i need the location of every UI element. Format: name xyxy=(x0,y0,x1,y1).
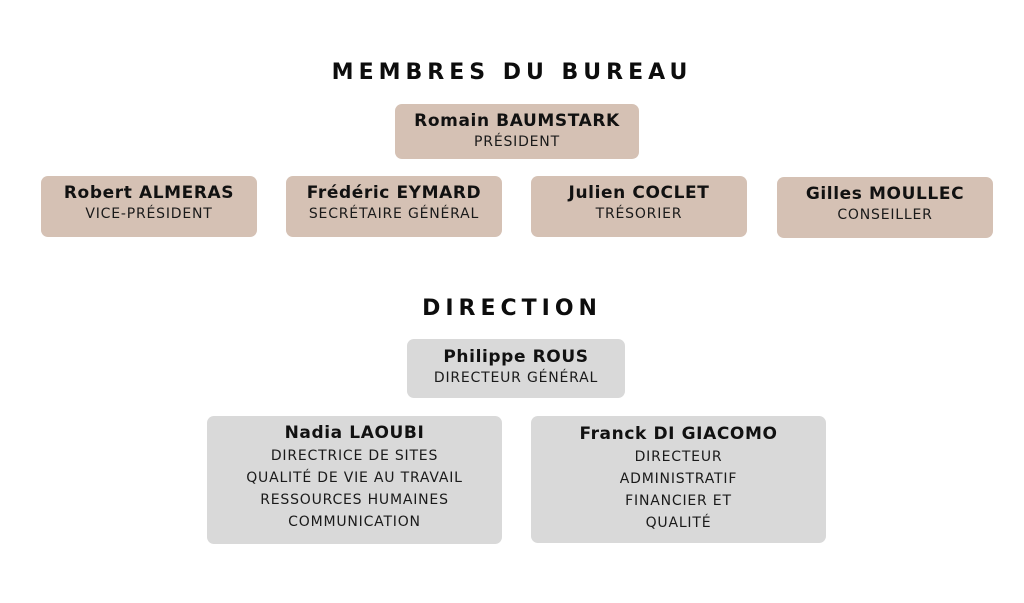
role-line: RESSOURCES HUMAINES xyxy=(260,492,449,508)
direction-section-title: DIRECTION xyxy=(422,296,602,321)
secretary-general-role: SECRÉTAIRE GÉNÉRAL xyxy=(308,206,480,222)
president-role: PRÉSIDENT xyxy=(474,134,560,150)
role-line: QUALITÉ DE VIE AU TRAVAIL xyxy=(246,470,463,486)
bureau-section-title: MEMBRES DU BUREAU xyxy=(331,60,693,85)
secretary-general-name: Frédéric EYMARD xyxy=(306,183,482,203)
vice-president-card: Robert ALMERAS VICE-PRÉSIDENT xyxy=(41,176,257,237)
advisor-card: Gilles MOULLEC CONSEILLER xyxy=(777,177,993,238)
treasurer-role: TRÉSORIER xyxy=(595,206,683,222)
treasurer-card: Julien COCLET TRÉSORIER xyxy=(531,176,747,237)
sites-director-name: Nadia LAOUBI xyxy=(284,423,425,443)
vice-president-role: VICE-PRÉSIDENT xyxy=(85,206,213,222)
role-line: COMMUNICATION xyxy=(288,514,421,530)
role-line: FINANCIER ET xyxy=(625,493,732,509)
general-director-role: DIRECTEUR GÉNÉRAL xyxy=(433,370,599,386)
general-director-card: Philippe ROUS DIRECTEUR GÉNÉRAL xyxy=(407,339,625,398)
role-line: DIRECTEUR xyxy=(634,449,723,465)
advisor-name: Gilles MOULLEC xyxy=(805,184,965,204)
advisor-role: CONSEILLER xyxy=(837,207,933,223)
role-line: ADMINISTRATIF xyxy=(619,471,738,487)
president-name: Romain BAUMSTARK xyxy=(414,111,620,131)
treasurer-name: Julien COCLET xyxy=(568,183,710,203)
admin-finance-director-card: Franck DI GIACOMO DIRECTEUR ADMINISTRATI… xyxy=(531,416,826,543)
general-director-name: Philippe ROUS xyxy=(443,347,589,367)
sites-director-roles: DIRECTRICE DE SITES QUALITÉ DE VIE AU TR… xyxy=(246,445,463,533)
secretary-general-card: Frédéric EYMARD SECRÉTAIRE GÉNÉRAL xyxy=(286,176,502,237)
admin-finance-director-name: Franck DI GIACOMO xyxy=(579,424,778,444)
sites-director-card: Nadia LAOUBI DIRECTRICE DE SITES QUALITÉ… xyxy=(207,416,502,544)
role-line: DIRECTRICE DE SITES xyxy=(270,448,439,464)
president-card: Romain BAUMSTARK PRÉSIDENT xyxy=(395,104,639,159)
admin-finance-director-roles: DIRECTEUR ADMINISTRATIF FINANCIER ET QUA… xyxy=(620,446,737,534)
vice-president-name: Robert ALMERAS xyxy=(63,183,235,203)
role-line: QUALITÉ xyxy=(645,515,712,531)
